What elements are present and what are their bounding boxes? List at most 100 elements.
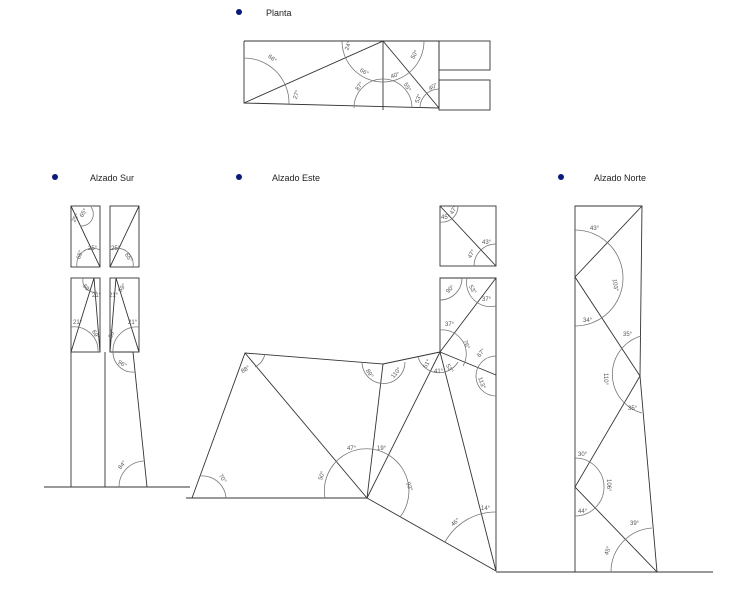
angle-label: 69° xyxy=(90,329,100,340)
angle-arc xyxy=(419,88,440,109)
angle-label: 44° xyxy=(578,509,588,515)
angle-arc xyxy=(341,40,425,83)
angle-label: 76° xyxy=(461,339,470,350)
angle-label: 21° xyxy=(128,320,138,326)
angle-label: 21° xyxy=(109,293,119,299)
angle-label: 43° xyxy=(590,226,600,232)
angle-label: 27° xyxy=(293,89,302,100)
angle-arc xyxy=(112,351,136,373)
angle-label: 50° xyxy=(318,470,327,481)
angle-label: 40° xyxy=(428,82,439,92)
planta-annex xyxy=(438,79,491,111)
angle-label: 96° xyxy=(116,360,127,370)
angle-label: 66° xyxy=(358,68,369,78)
angle-label: 14° xyxy=(481,506,491,512)
angle-label: 34° xyxy=(583,318,593,324)
tower-diagonal xyxy=(439,277,497,353)
angle-label: 87° xyxy=(355,81,365,92)
angle-label: 66° xyxy=(266,54,277,65)
planta-annex xyxy=(438,40,491,71)
angle-label: 19° xyxy=(377,446,387,452)
tower-diagonal xyxy=(439,351,497,376)
tower-outline xyxy=(439,277,497,571)
angle-arc xyxy=(444,511,497,543)
angle-arc xyxy=(79,206,94,227)
angle-label: 24° xyxy=(344,40,353,51)
angle-label: 45° xyxy=(604,545,613,556)
angle-label: 30° xyxy=(578,452,588,458)
angle-label: 47° xyxy=(467,248,477,259)
angle-arc xyxy=(254,353,266,368)
angle-label: 47° xyxy=(449,204,459,215)
angle-label: 21° xyxy=(73,320,83,326)
angle-label: 110° xyxy=(391,366,404,379)
planta-drawing: 66° 24° 66° 27° 40° 50° 87° 55° 40° 53° xyxy=(243,40,491,111)
angle-arc xyxy=(475,355,497,397)
facade-diagonal xyxy=(366,363,384,499)
window-panel xyxy=(70,277,101,353)
bullet-icon xyxy=(236,9,242,15)
norte-outline xyxy=(574,205,658,573)
angle-label: 39° xyxy=(630,521,640,527)
angle-arc xyxy=(76,247,101,268)
angle-label: 88° xyxy=(240,365,251,375)
angle-arc xyxy=(417,356,459,374)
angle-label: 37° xyxy=(445,322,455,328)
planta-diagonal xyxy=(382,40,440,109)
angle-label: 46° xyxy=(450,517,461,528)
angle-label: 25° xyxy=(111,246,121,252)
angle-label: 25° xyxy=(88,246,98,252)
window-panel xyxy=(70,205,101,268)
base-wall xyxy=(70,352,106,488)
angle-arc xyxy=(324,448,410,518)
angle-label: 35° xyxy=(628,406,638,412)
angle-label: 50° xyxy=(410,49,420,60)
angle-label: 55° xyxy=(402,82,412,93)
angle-label: 53° xyxy=(415,93,424,104)
angle-label: 90° xyxy=(445,284,456,295)
angle-label: 37° xyxy=(482,297,492,303)
window-panel xyxy=(109,205,140,268)
angle-arc xyxy=(439,329,467,367)
planta-diagonal xyxy=(243,40,384,104)
panel-diagonal xyxy=(439,205,497,267)
norte-drawing: 43° 103° 34° 35° 110° 35° 30° 106° 44° 3… xyxy=(574,205,658,573)
angle-label: 113° xyxy=(476,376,486,390)
facade-diagonal xyxy=(366,351,441,499)
angle-arc xyxy=(118,460,146,488)
angle-label: 110° xyxy=(602,373,608,386)
angle-arc xyxy=(439,205,459,223)
angle-arc xyxy=(82,277,98,293)
angle-label: 21° xyxy=(92,293,102,299)
panel-diagonal xyxy=(109,205,140,268)
angle-label: 69° xyxy=(81,283,92,294)
angle-arc xyxy=(243,57,290,105)
angle-label: 69° xyxy=(118,283,129,294)
angle-arc xyxy=(353,78,413,109)
angle-label: 65° xyxy=(123,252,133,263)
facade-diagonal xyxy=(244,352,368,499)
section-title-planta: Planta xyxy=(266,8,292,18)
base-wall xyxy=(105,351,148,488)
angle-label: 41° xyxy=(434,369,444,375)
angle-label: 69° xyxy=(108,328,117,339)
angle-label: 67° xyxy=(477,348,488,359)
sur-drawing: 25° 65° 25° 65° 25° 65° 69° 21° 21° 69° … xyxy=(44,205,190,488)
facade-outline xyxy=(191,351,441,499)
norte-zigzag xyxy=(574,205,658,573)
angle-label: 43° xyxy=(482,240,492,246)
angle-arc xyxy=(109,247,134,268)
angle-label: 25° xyxy=(71,212,81,223)
planta-outline xyxy=(243,40,440,109)
angle-label: 45° xyxy=(441,215,451,221)
angle-label: 35° xyxy=(623,332,633,338)
angle-label: 40° xyxy=(390,71,401,80)
facade-diagonal xyxy=(439,351,497,572)
angle-label: 65° xyxy=(79,207,89,218)
angle-label: 53° xyxy=(444,363,454,374)
angle-arc xyxy=(466,277,497,307)
angle-arc xyxy=(70,326,99,353)
panel-diagonal xyxy=(70,205,101,268)
angle-label: 53° xyxy=(467,284,477,295)
angle-label: 93° xyxy=(404,481,413,492)
